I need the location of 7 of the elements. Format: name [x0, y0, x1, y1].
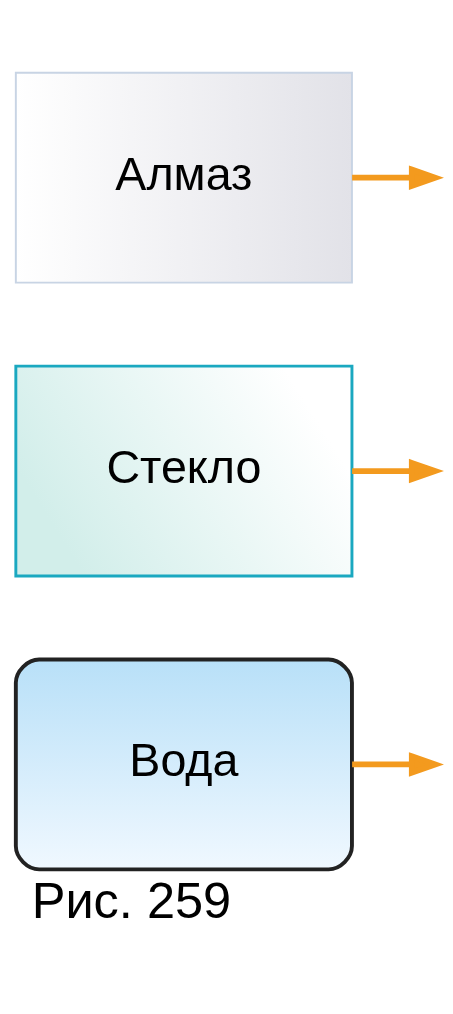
arrow: [352, 458, 444, 484]
node-box: Стекло: [14, 364, 354, 578]
node-box: Вода: [13, 657, 354, 872]
arrow: [352, 752, 444, 777]
arrow: [352, 165, 444, 190]
node-box: Алмаз: [14, 71, 353, 284]
caption: Рис. 259: [31, 871, 232, 929]
